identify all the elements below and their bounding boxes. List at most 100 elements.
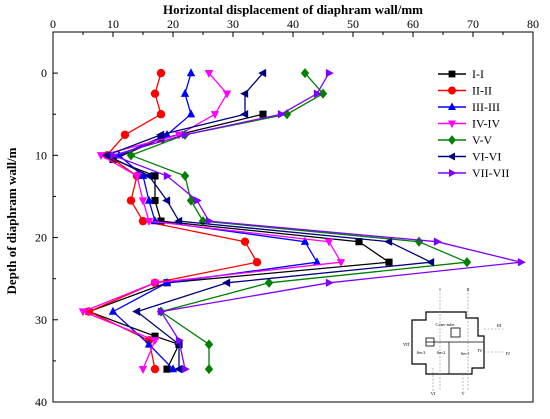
data-point <box>186 68 196 77</box>
data-point <box>433 237 442 246</box>
data-point <box>448 135 456 145</box>
data-point <box>163 365 171 373</box>
data-point <box>109 151 118 160</box>
data-point <box>222 278 231 287</box>
y-tick-label: 20 <box>35 231 47 245</box>
legend-item: VII-VII <box>438 166 509 180</box>
data-point <box>174 131 184 140</box>
data-point <box>175 336 184 345</box>
data-point <box>144 171 153 181</box>
inset-box <box>450 327 461 338</box>
data-point <box>157 217 165 225</box>
series-line <box>81 72 343 370</box>
data-point <box>204 364 214 375</box>
data-point <box>132 172 142 181</box>
x-tick-label: 0 <box>50 17 56 31</box>
legend-label: V-V <box>472 133 493 147</box>
data-point <box>181 364 190 374</box>
series-ii-ii <box>84 68 262 374</box>
data-point <box>462 257 472 268</box>
data-point <box>324 238 334 247</box>
data-point <box>448 102 456 110</box>
inset-label-iii: III <box>497 323 502 328</box>
data-point <box>384 237 393 246</box>
data-point <box>78 308 88 317</box>
data-point <box>144 195 154 204</box>
data-point <box>102 151 111 160</box>
data-point <box>517 258 526 267</box>
data-point <box>252 258 262 267</box>
data-point <box>126 150 136 161</box>
data-point <box>222 90 232 99</box>
data-point <box>151 332 159 340</box>
data-point <box>156 68 166 78</box>
data-point <box>258 68 267 78</box>
legend-item: VI-VI <box>438 150 501 164</box>
x-tick-label: 40 <box>287 17 299 31</box>
data-point <box>163 171 172 181</box>
data-point <box>180 170 190 181</box>
data-point <box>151 172 159 180</box>
legend-label: III-III <box>472 100 500 114</box>
x-tick-label: 50 <box>347 17 359 31</box>
data-point <box>240 237 250 246</box>
inset-label-iv: IV <box>478 348 483 353</box>
data-point <box>300 68 310 79</box>
series-line <box>129 72 470 370</box>
inset-label-sec1: Sec1 <box>461 351 470 356</box>
x-tick-label: 70 <box>467 17 479 31</box>
series-iv-iv <box>78 69 346 374</box>
data-point <box>318 88 328 99</box>
x-tick-label: 30 <box>227 17 239 31</box>
data-point <box>168 364 178 373</box>
data-point <box>240 110 249 119</box>
data-point <box>259 110 267 118</box>
data-point <box>151 196 159 205</box>
data-point <box>120 130 130 139</box>
data-point <box>448 120 456 129</box>
y-tick-label: 40 <box>35 395 47 409</box>
data-point <box>449 169 457 177</box>
x-axis-title: Horizontal displacement of diaphram wall… <box>163 2 423 17</box>
data-point <box>448 70 456 78</box>
data-point <box>108 306 118 315</box>
data-point <box>157 307 166 316</box>
data-point <box>204 69 214 78</box>
inset-outline <box>411 311 485 375</box>
series-line <box>87 72 259 370</box>
inset-background <box>403 285 513 395</box>
data-point <box>132 307 141 316</box>
data-point <box>426 258 435 267</box>
x-tick-label: 80 <box>527 17 539 31</box>
legend-item: I-I <box>438 67 484 81</box>
data-point <box>186 109 196 118</box>
inset-label-i: I <box>439 287 441 292</box>
data-point <box>385 258 393 266</box>
data-point <box>174 364 183 374</box>
series-layer <box>78 68 526 375</box>
data-point <box>138 365 148 374</box>
data-point <box>300 236 310 245</box>
data-point <box>150 364 160 374</box>
data-point <box>277 110 286 119</box>
y-tick-label: 10 <box>35 148 47 162</box>
data-point <box>198 216 208 227</box>
inset-label-sec3: Sec3 <box>417 350 426 355</box>
inset-label-iv-end: IV <box>506 351 511 356</box>
x-tick-label: 10 <box>107 17 119 31</box>
legend-label: II-II <box>472 84 492 98</box>
data-point <box>144 217 154 226</box>
data-point <box>264 277 274 288</box>
data-point <box>193 196 202 205</box>
data-point <box>150 279 160 288</box>
series-v-v <box>126 68 472 375</box>
data-point <box>96 152 106 161</box>
data-point <box>126 196 136 205</box>
legend-item: II-II <box>438 84 492 98</box>
data-point <box>138 216 148 226</box>
data-point <box>138 171 148 180</box>
